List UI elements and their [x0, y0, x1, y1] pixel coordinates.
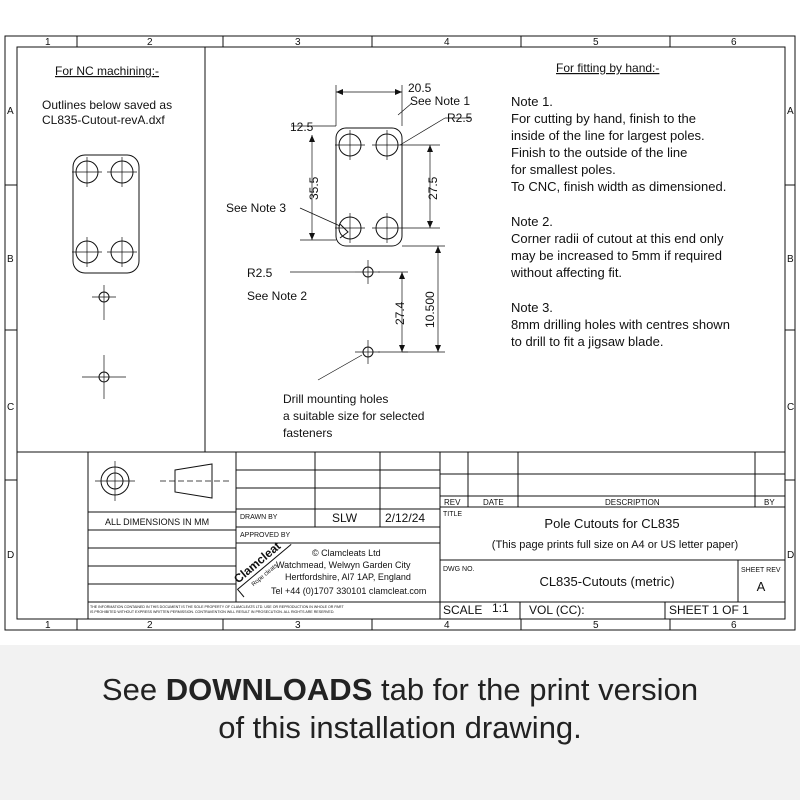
hand-cutout-outline: [335, 127, 403, 364]
dim-hole-offset: 12.5: [290, 120, 314, 134]
nc-cutout-outline: [72, 154, 140, 399]
dim-mount-spacing: 27.4: [393, 301, 407, 325]
zone-row-d-left: D: [7, 550, 14, 561]
note2-line1: Corner radii of cutout at this end only: [511, 231, 724, 246]
dwg-no-label: DWG NO.: [443, 566, 475, 573]
zone-col-2-top: 2: [147, 37, 153, 48]
sheet-rev-value: A: [757, 579, 766, 594]
by-label: BY: [764, 498, 775, 507]
company-line4: Tel +44 (0)1707 330101 clamcleat.com: [271, 586, 426, 596]
disclaimer-line2: IS PROHIBITED WITHOUT EXPRESS WRITTEN PE…: [90, 610, 334, 614]
note2-line2: may be increased to 5mm if required: [511, 248, 722, 263]
dimension-lines: [290, 85, 470, 381]
drawn-by-label: DRAWN BY: [240, 514, 278, 521]
date-label: DATE: [483, 498, 504, 507]
note1-line4: for smallest poles.: [511, 162, 616, 177]
company-line3: Hertfordshire, Al7 1AP, England: [285, 572, 411, 582]
note3-line0: Note 3.: [511, 300, 553, 315]
dwg-no-value: CL835-Cutouts (metric): [539, 574, 674, 589]
zone-row-b-right: B: [787, 254, 794, 265]
zone-col-2-bottom: 2: [147, 620, 153, 631]
footer-see: See: [101, 672, 158, 707]
drill-note-line3: fasteners: [283, 426, 332, 440]
drill-note-line2: a suitable size for selected: [283, 409, 424, 423]
drawn-date: 2/12/24: [385, 511, 425, 525]
company-line2: Watchmead, Welwyn Garden City: [276, 560, 411, 570]
note3-line1: 8mm drilling holes with centres shown: [511, 317, 730, 332]
dim-height: 35.5: [307, 176, 321, 200]
vol-label: VOL (CC):: [529, 603, 585, 617]
note1-line2: inside of the line for largest poles.: [511, 128, 705, 143]
zone-col-6-top: 6: [731, 37, 737, 48]
dim-width: 20.5: [408, 81, 432, 95]
dim-hole-pitch: 27.5: [426, 176, 440, 200]
note1-line5: To CNC, finish width as dimensioned.: [511, 179, 726, 194]
all-dims-label: ALL DIMENSIONS IN MM: [105, 517, 209, 527]
rev-label: REV: [444, 498, 461, 507]
zone-col-3-bottom: 3: [295, 620, 301, 631]
zone-col-4-top: 4: [444, 37, 450, 48]
zone-row-a-right: A: [787, 106, 794, 117]
approved-by-label: APPROVED BY: [240, 532, 291, 539]
drawn-by-value: SLW: [332, 511, 358, 525]
zone-row-a-left: A: [7, 106, 14, 117]
zone-row-c-left: C: [7, 402, 14, 413]
see-note-1-label: See Note 1: [410, 94, 470, 108]
disclaimer-line1: THE INFORMATION CONTAINED IN THIS DOCUME…: [90, 605, 344, 609]
zone-col-6-bottom: 6: [731, 620, 737, 631]
company-line1: © Clamcleats Ltd: [312, 548, 381, 558]
note1-line1: For cutting by hand, finish to the: [511, 111, 696, 126]
sheet-rev-label: SHEET REV: [741, 567, 781, 574]
drawing-subtitle: (This page prints full size on A4 or US …: [492, 539, 738, 551]
note3-line2: to drill to fit a jigsaw blade.: [511, 334, 663, 349]
note1-line3: Finish to the outside of the line: [511, 145, 687, 160]
see-note-3-label: See Note 3: [226, 201, 286, 215]
zone-col-1-bottom: 1: [45, 620, 51, 631]
dim-overall: 10.500: [423, 291, 437, 328]
footer-tab-text: tab for the print version: [381, 672, 699, 707]
scale-value: 1:1: [492, 601, 509, 615]
title-label: TITLE: [443, 511, 462, 518]
downloads-link-text: DOWNLOADS: [165, 672, 373, 707]
zone-row-b-left: B: [7, 254, 14, 265]
zone-col-4-bottom: 4: [444, 620, 450, 631]
radius-bottom-label: R2.5: [247, 266, 273, 280]
dimension-arrows: [309, 89, 441, 352]
zone-row-c-right: C: [787, 402, 794, 413]
description-label: DESCRIPTION: [605, 498, 660, 507]
footer-line1: See DOWNLOADS tab for the print version: [0, 672, 800, 708]
zone-col-3-top: 3: [295, 37, 301, 48]
sheet-number: SHEET 1 OF 1: [669, 603, 749, 617]
note2-line3: without affecting fit.: [510, 265, 622, 280]
see-note-2-label: See Note 2: [247, 289, 307, 303]
note2-line0: Note 2.: [511, 214, 553, 229]
zone-ticks: [5, 36, 795, 630]
nc-line2: CL835-Cutout-revA.dxf: [42, 113, 165, 127]
drawing-title: Pole Cutouts for CL835: [544, 516, 679, 531]
radius-top-label: R2.5: [447, 111, 473, 125]
notes: Note 1. For cutting by hand, finish to t…: [510, 94, 730, 349]
nc-heading: For NC machining:-: [55, 64, 159, 78]
zone-col-5-top: 5: [593, 37, 599, 48]
scale-label: SCALE: [443, 603, 482, 617]
hand-heading: For fitting by hand:-: [556, 61, 659, 75]
note1-line0: Note 1.: [511, 94, 553, 109]
nc-line1: Outlines below saved as: [42, 98, 172, 112]
zone-col-1-top: 1: [45, 37, 51, 48]
zone-col-5-bottom: 5: [593, 620, 599, 631]
footer-line2: of this installation drawing.: [218, 710, 582, 745]
drill-note-line1: Drill mounting holes: [283, 392, 388, 406]
zone-row-d-right: D: [787, 550, 794, 561]
